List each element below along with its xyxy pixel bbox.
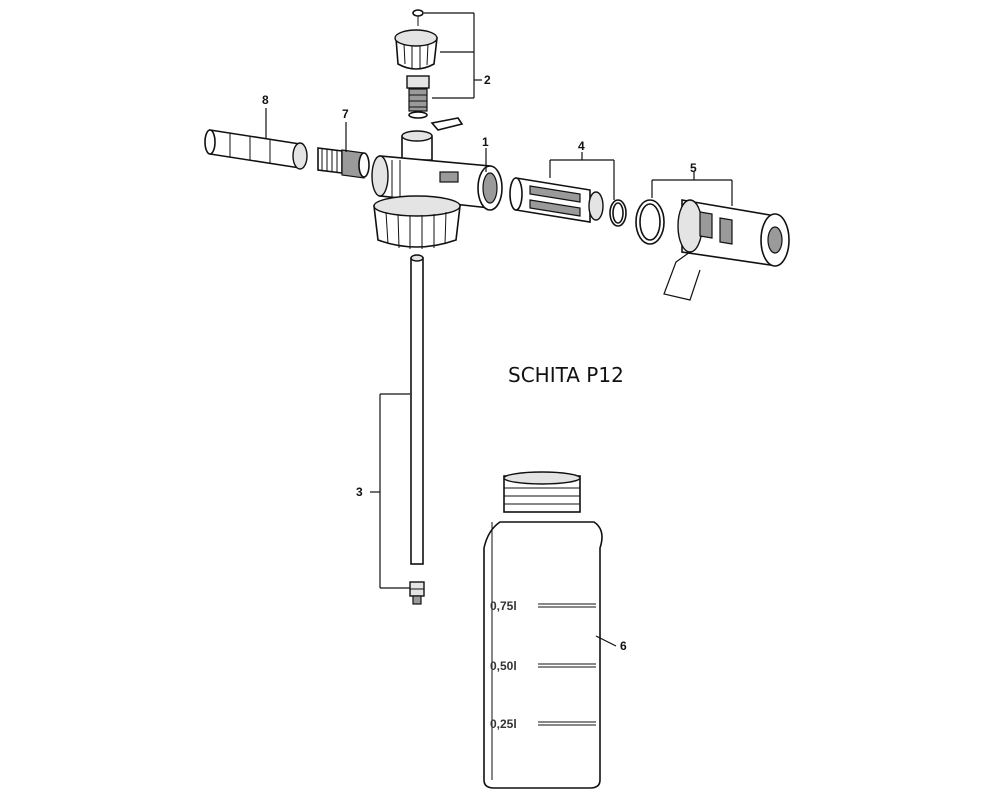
part-5-nozzle-head (635, 199, 790, 301)
diagram-title: SCHITA P12 (508, 363, 624, 387)
scale-mark-050: 0,50l (490, 659, 517, 673)
part-6-bottle (483, 471, 603, 789)
retaining-clip (430, 117, 464, 131)
tube-end-filter (409, 581, 425, 605)
callout-5: 5 (690, 161, 697, 175)
callout-4: 4 (578, 139, 585, 153)
cap-knob (394, 29, 438, 70)
scale-mark-075: 0,75l (490, 599, 517, 613)
scale-mark-025: 0,25l (490, 717, 517, 731)
callout-3: 3 (356, 485, 363, 499)
part-7-connector (317, 147, 370, 179)
part-8-nozzle-tube (204, 129, 308, 170)
part-3-suction-tube (409, 254, 425, 605)
part-2-valve-assembly (394, 9, 464, 131)
valve-insert (406, 75, 430, 119)
callout-2: 2 (484, 73, 491, 87)
part-4-filter-insert (509, 177, 627, 227)
callout-labels: 2 8 7 1 4 5 3 6 (262, 73, 697, 653)
callout-7: 7 (342, 107, 349, 121)
callout-8: 8 (262, 93, 269, 107)
small-screw (412, 9, 424, 26)
bottle-scale-labels: 0,75l 0,50l 0,25l (490, 599, 517, 731)
callout-1: 1 (482, 135, 489, 149)
bottle-nut (373, 195, 461, 249)
callout-6: 6 (620, 639, 627, 653)
leader-lines (265, 12, 733, 647)
